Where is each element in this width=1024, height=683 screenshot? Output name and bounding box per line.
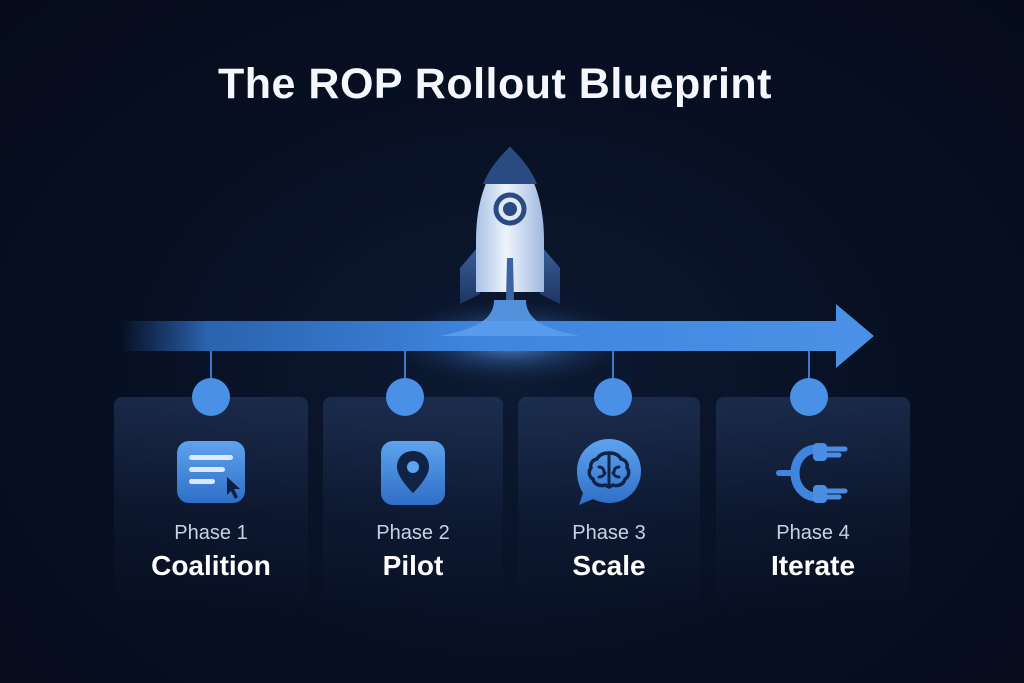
location-pin-icon	[373, 433, 453, 513]
phase-name: Iterate	[770, 550, 856, 581]
phase-label: Phase 3	[572, 522, 646, 544]
timeline-arrow-head	[836, 304, 874, 368]
phase-name: Coalition	[151, 550, 271, 581]
plug-connector-icon	[773, 433, 853, 513]
phase-card-2[interactable]: Phase 2 Pilot	[323, 397, 503, 609]
phase-name: Scale	[572, 550, 646, 581]
phase-card-4[interactable]: Phase 4 Iterate	[716, 397, 910, 609]
rocket-exhaust	[440, 300, 580, 336]
form-list-icon	[171, 433, 251, 513]
phase-label: Phase 1	[174, 522, 248, 544]
page-title: The ROP Rollout Blueprint	[218, 60, 772, 108]
rocket-icon	[460, 147, 560, 304]
phase-label: Phase 4	[776, 522, 850, 544]
brain-chat-icon	[569, 433, 649, 513]
phase-name: Pilot	[382, 550, 444, 581]
phase-card-3[interactable]: Phase 3 Scale	[518, 397, 700, 609]
phase-label: Phase 2	[376, 522, 450, 544]
phase-card-1[interactable]: Phase 1 Coalition	[114, 397, 308, 609]
